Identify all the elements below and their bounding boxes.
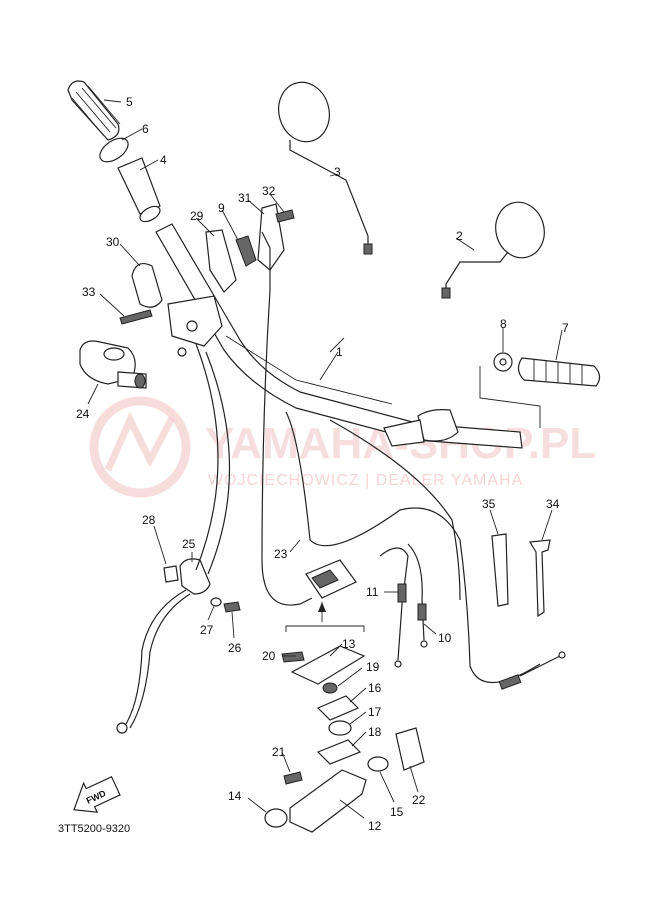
callout-14: 14 xyxy=(228,789,242,803)
cover-screw xyxy=(281,651,305,663)
switch-screw xyxy=(119,309,153,325)
contact-plate xyxy=(316,695,360,721)
cable-tie-34 xyxy=(528,539,551,618)
switch-wire-upper xyxy=(195,343,219,571)
seal-ring xyxy=(367,756,389,772)
callout-8: 8 xyxy=(500,317,507,331)
callout-25: 25 xyxy=(182,537,196,551)
callout-5: 5 xyxy=(126,95,133,109)
clutch-cable xyxy=(261,289,313,606)
rubber-plug xyxy=(163,565,179,583)
callout-2: 2 xyxy=(456,229,463,243)
callout-23: 23 xyxy=(274,547,288,561)
callout-27: 27 xyxy=(200,623,214,637)
switch-housing-upper xyxy=(131,263,163,308)
cable-end-11 xyxy=(379,547,409,661)
screw xyxy=(223,601,241,613)
callout-7: 7 xyxy=(562,321,569,335)
callout-11: 11 xyxy=(366,585,379,599)
rubber-boot xyxy=(395,727,425,771)
callout-15: 15 xyxy=(390,805,404,819)
callout-35: 35 xyxy=(482,497,496,511)
cable-bracket xyxy=(205,229,237,293)
callout-4: 4 xyxy=(160,153,167,167)
watermark-dealer: WOJCIECHOWICZ | DEALER YAMAHA xyxy=(208,472,523,489)
fwd-arrow-icon: FWD xyxy=(73,775,121,813)
grip-end-ring xyxy=(99,137,129,163)
washer xyxy=(210,597,222,607)
switch-body xyxy=(289,769,367,833)
callout-26: 26 xyxy=(228,641,242,655)
callout-30: 30 xyxy=(106,235,120,249)
holder-screw xyxy=(283,771,303,785)
callout-leaders xyxy=(87,99,563,819)
callout-28: 28 xyxy=(142,513,156,527)
switch-holder xyxy=(316,739,362,765)
switch-cover xyxy=(290,645,366,685)
callout-1: 1 xyxy=(336,345,343,359)
handlebar-switch-assembly xyxy=(79,340,147,389)
callout-32: 32 xyxy=(262,184,276,198)
watermark-logo-icon xyxy=(89,396,191,498)
grip-collar xyxy=(139,205,161,223)
callout-12: 12 xyxy=(368,819,382,833)
callout-16: 16 xyxy=(368,681,382,695)
callout-9: 9 xyxy=(218,201,225,215)
callout-21: 21 xyxy=(272,745,286,759)
clutch-lever-bracket xyxy=(167,295,223,347)
right-mirror xyxy=(441,201,545,299)
switch-wire-lower xyxy=(125,589,187,725)
callout-13: 13 xyxy=(342,637,356,651)
callout-24: 24 xyxy=(76,407,90,421)
wire-terminal xyxy=(116,722,128,734)
switch-knob xyxy=(264,808,288,828)
cable-end-10 xyxy=(407,543,425,641)
callout-17: 17 xyxy=(368,705,382,719)
left-grip xyxy=(67,80,121,141)
callout-29: 29 xyxy=(190,209,204,223)
handlebar xyxy=(155,223,523,449)
callout-22: 22 xyxy=(412,793,426,807)
callout-18: 18 xyxy=(368,725,382,739)
callout-20: 20 xyxy=(262,649,276,663)
o-ring xyxy=(328,720,352,736)
callout-34: 34 xyxy=(546,497,560,511)
callout-3: 3 xyxy=(334,165,341,179)
diagram-code: 3TT5200-9320 xyxy=(58,823,130,835)
throttle-housing xyxy=(383,409,459,447)
callout-10: 10 xyxy=(438,631,452,645)
left-grip-sleeve xyxy=(117,157,161,215)
throttle-cable xyxy=(285,411,541,684)
right-grip xyxy=(517,357,601,387)
callout-labels: 5 6 4 3 2 1 8 7 9 29 31 32 30 33 24 23 1… xyxy=(76,95,569,833)
cable-adjuster xyxy=(235,235,257,267)
grommet xyxy=(322,682,338,694)
cable-tie-35 xyxy=(491,533,509,607)
callout-19: 19 xyxy=(366,660,380,674)
callout-6: 6 xyxy=(142,122,149,136)
left-mirror xyxy=(278,81,373,255)
callout-33: 33 xyxy=(82,285,96,299)
starter-switch xyxy=(179,558,211,595)
holder-bolt xyxy=(275,209,295,223)
callout-31: 31 xyxy=(238,191,252,205)
